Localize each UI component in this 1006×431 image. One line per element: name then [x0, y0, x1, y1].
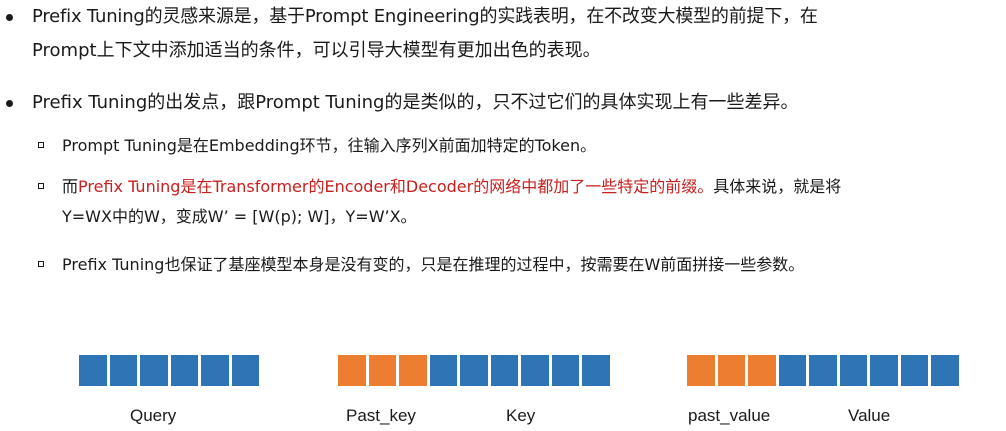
key-token-cell-2 — [368, 355, 396, 386]
value-sequence — [687, 355, 959, 386]
query-token-cell-2 — [109, 355, 137, 386]
past-key-label: Past_key — [346, 406, 416, 425]
value-token-cell-4 — [778, 355, 806, 386]
value-token-cell-9 — [931, 355, 959, 386]
key-token-cell-6 — [490, 355, 518, 386]
bullet-dot-icon — [6, 14, 13, 21]
sub-bullet-2-prefix: 而 — [62, 177, 79, 196]
value-token-cell-5 — [809, 355, 837, 386]
bullet-1-line-1: Prefix Tuning的灵感来源是，基于Prompt Engineering… — [32, 6, 818, 27]
query-token-cell-6 — [231, 355, 259, 386]
value-token-cell-3 — [748, 355, 776, 386]
sub-bullet-2-highlight: Prefix Tuning是在Transformer的Encoder和Decod… — [78, 177, 714, 196]
value-token-cell-6 — [839, 355, 867, 386]
bullet-item-2: Prefix Tuning的出发点，跟Prompt Tuning的是类似的，只不… — [0, 86, 1000, 120]
square-bullet-icon — [38, 261, 44, 267]
key-token-cell-3 — [399, 355, 427, 386]
key-token-cell-4 — [429, 355, 457, 386]
bullet-item-1: Prefix Tuning的灵感来源是，基于Prompt Engineering… — [0, 0, 1000, 70]
sub-bullet-item-3: Prefix Tuning也保证了基座模型本身是没有变的，只是在推理的过程中，按… — [0, 250, 1000, 280]
sub-bullet-1-text: Prompt Tuning是在Embedding环节，往输入序列X前面加特定的T… — [62, 136, 597, 155]
query-sequence — [79, 355, 259, 386]
query-token-cell-4 — [170, 355, 198, 386]
square-bullet-icon — [38, 183, 44, 189]
past-value-label: past_value — [688, 406, 771, 425]
key-sequence — [338, 355, 610, 386]
key-token-cell-5 — [460, 355, 488, 386]
value-token-cell-7 — [870, 355, 898, 386]
query-token-cell-5 — [201, 355, 229, 386]
key-token-cell-1 — [338, 355, 366, 386]
value-token-cell-2 — [717, 355, 745, 386]
sub-bullet-2-line-1: 而Prefix Tuning是在Transformer的Encoder和Deco… — [62, 172, 1000, 202]
bullet-2-line-1: Prefix Tuning的出发点，跟Prompt Tuning的是类似的，只不… — [32, 92, 799, 113]
key-token-cell-9 — [582, 355, 610, 386]
square-bullet-icon — [38, 142, 44, 148]
sub-bullet-2-text: 而Prefix Tuning是在Transformer的Encoder和Deco… — [62, 172, 1000, 232]
bullet-dot-icon — [6, 100, 13, 107]
sub-bullet-3-text: Prefix Tuning也保证了基座模型本身是没有变的，只是在推理的过程中，按… — [62, 255, 805, 274]
bullet-1-line-2: Prompt上下文中添加适当的条件，可以引导大模型有更加出色的表现。 — [32, 40, 601, 61]
query-token-cell-3 — [140, 355, 168, 386]
key-token-cell-8 — [551, 355, 579, 386]
query-label: Query — [130, 406, 177, 425]
sub-bullet-2-suffix: 具体来说，就是将 — [713, 177, 842, 196]
value-token-cell-1 — [687, 355, 715, 386]
sub-bullet-2-line-2: Y=WX中的W，变成W’ = [W(p); W]，Y=W’X。 — [62, 207, 417, 226]
query-token-cell-1 — [79, 355, 107, 386]
key-label: Key — [506, 406, 536, 425]
bullet-text-1: Prefix Tuning的灵感来源是，基于Prompt Engineering… — [32, 0, 1000, 68]
sub-bullet-item-2: 而Prefix Tuning是在Transformer的Encoder和Deco… — [0, 172, 1000, 232]
key-token-cell-7 — [521, 355, 549, 386]
value-label: Value — [848, 406, 891, 425]
bullet-text-2: Prefix Tuning的出发点，跟Prompt Tuning的是类似的，只不… — [32, 86, 1000, 120]
sub-bullet-item-1: Prompt Tuning是在Embedding环节，往输入序列X前面加特定的T… — [0, 131, 1000, 161]
value-token-cell-8 — [900, 355, 928, 386]
